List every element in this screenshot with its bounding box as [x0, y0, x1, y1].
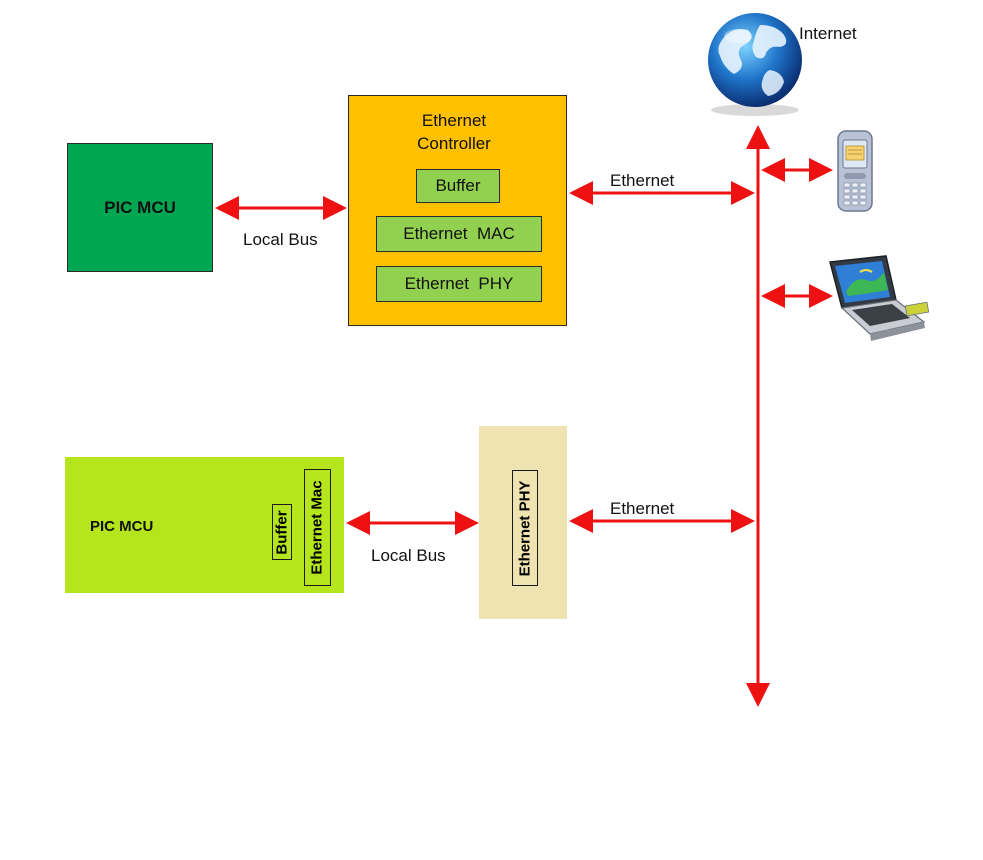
- bottom-ethernet-phy-box: Ethernet PHY: [512, 470, 538, 586]
- top-ethernet-phy-label: Ethernet PHY: [404, 274, 514, 293]
- mobile-phone-icon: [837, 130, 873, 212]
- ethernet-controller-block: Ethernet Controller Buffer Ethernet MAC …: [348, 95, 567, 326]
- top-pic-mcu-block: PIC MCU: [67, 143, 213, 272]
- internet-label: Internet: [799, 24, 857, 43]
- bottom-phy-block: Ethernet PHY: [479, 426, 567, 619]
- top-ethernet-label: Ethernet: [610, 171, 675, 190]
- bottom-ethernet-label: Ethernet: [610, 499, 675, 518]
- ethernet-controller-title: Ethernet Controller: [417, 111, 491, 153]
- bottom-local-bus-label: Local Bus: [371, 546, 446, 565]
- laptop-icon: [829, 255, 930, 341]
- top-ethernet-mac-box: Ethernet MAC: [376, 216, 542, 252]
- top-pic-mcu-label: PIC MCU: [104, 197, 176, 217]
- bottom-ethernet-mac-label: Ethernet Mac: [309, 480, 327, 575]
- top-local-bus-label: Local Bus: [243, 230, 318, 249]
- top-buffer-label: Buffer: [435, 176, 481, 195]
- bottom-pic-mcu-label: PIC MCU: [90, 518, 154, 535]
- top-ethernet-mac-label: Ethernet MAC: [403, 224, 515, 243]
- globe-icon: [708, 13, 802, 116]
- bottom-pic-mcu-block: PIC MCU Buffer Ethernet Mac: [65, 457, 344, 593]
- top-ethernet-phy-box: Ethernet PHY: [376, 266, 542, 302]
- bottom-buffer-box: Buffer: [272, 504, 292, 560]
- bottom-ethernet-phy-label: Ethernet PHY: [516, 480, 534, 576]
- top-buffer-box: Buffer: [416, 169, 500, 203]
- bottom-ethernet-mac-box: Ethernet Mac: [304, 469, 331, 586]
- bottom-buffer-label: Buffer: [273, 509, 291, 555]
